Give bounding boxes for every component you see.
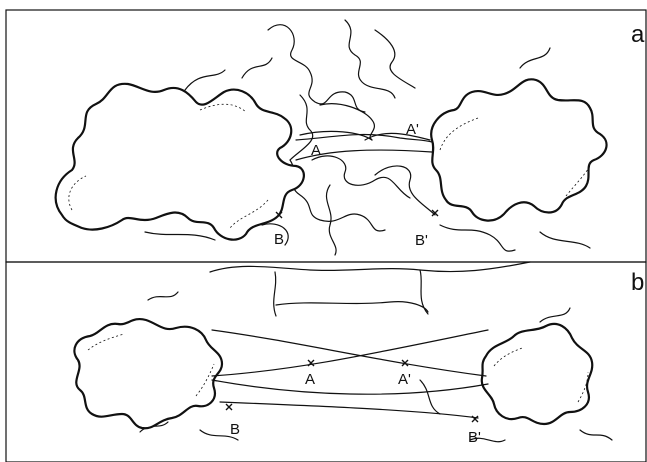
panel-b-point-A: A [305,371,315,388]
panel-a-point-A: A [311,142,321,159]
panel-b-point-B-prime: B' [468,429,481,446]
panel-b-chromatids [212,330,488,418]
panel-a-right-mass [431,79,606,220]
panel-b-left-mass [74,319,222,428]
panel-b: b A A' B B' [6,262,646,462]
panel-a-point-B: B [274,231,284,248]
panel-a-left-mass [56,84,304,240]
panel-b-point-A-prime: A' [398,371,411,388]
panel-b-point-B: B [230,421,240,438]
panel-a-point-A-prime: A' [406,121,419,138]
panel-b-right-mass [482,324,592,424]
panel-a-label: a [631,21,645,48]
panel-a: a A A' B B' [6,10,646,262]
panel-a-point-B-prime: B' [415,232,428,249]
panel-b-label: b [631,269,644,296]
